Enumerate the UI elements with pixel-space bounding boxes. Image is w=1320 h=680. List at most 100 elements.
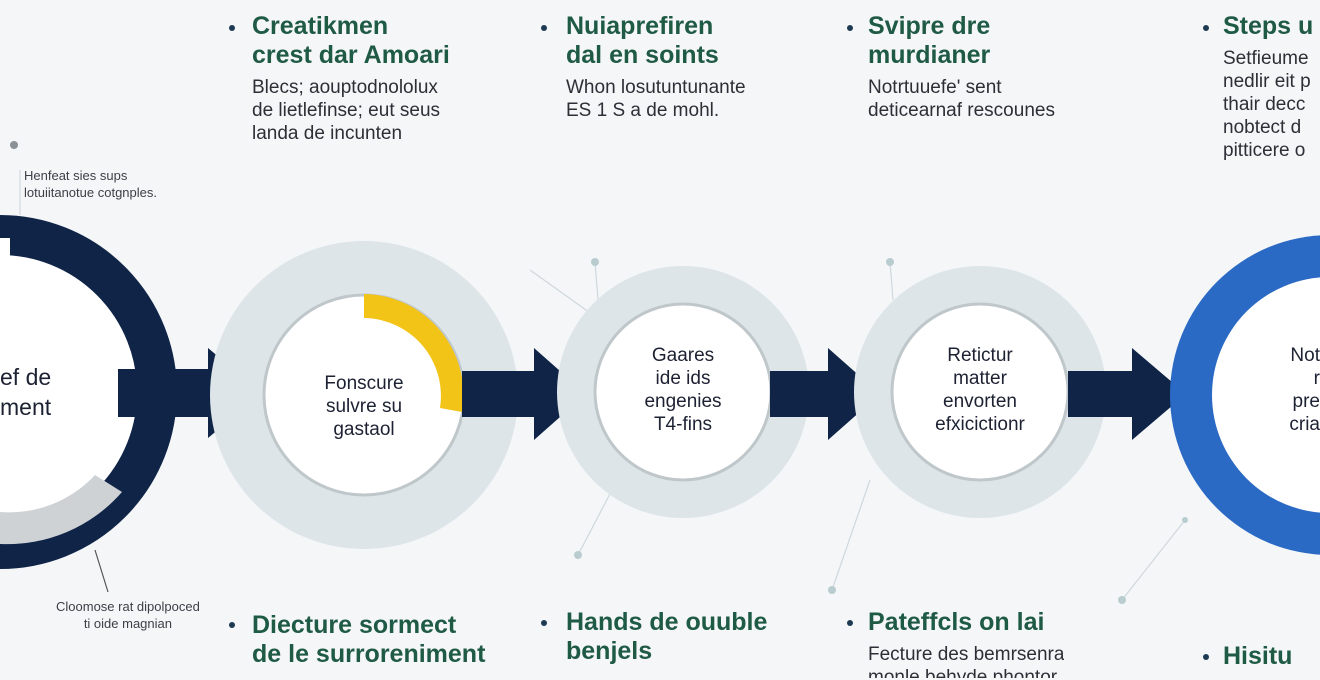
arrow-3-shaft <box>770 371 836 417</box>
top-block-2-heading: Nuiaprefiren dal en soints <box>566 12 746 70</box>
circle-label-line: envorten <box>943 391 1017 412</box>
bottom-left-note: Cloomose rat dipolpoced ti oide magnian <box>56 598 200 632</box>
connector-line <box>594 261 599 301</box>
step-2-label: Fonscure sulvre su gastaol <box>284 372 444 441</box>
bottom-block-1-heading: Diecture sormect de le surroreniment <box>252 611 485 669</box>
heading-line: benjels <box>566 637 653 665</box>
top-block-2: Nuiaprefiren dal en soints Whon losutunt… <box>566 12 746 122</box>
description-line: thair decc <box>1223 94 1306 115</box>
connector-dot <box>886 258 894 266</box>
note-line: Cloomose rat dipolpoced <box>56 599 200 614</box>
top-block-4-description: Setfieume nedlir eit p thair decc nobtec… <box>1223 47 1320 162</box>
top-block-1-description: Blecs; aouptodnololux de lietlefinse; eu… <box>252 76 450 145</box>
step-1-ring-gray-segment <box>0 475 122 545</box>
note-line: Henfeat sies sups <box>24 168 128 183</box>
connector-dot <box>574 551 582 559</box>
heading-line: Hands de ouuble <box>566 608 768 636</box>
step-5-label: Not r pre cria <box>1270 344 1320 436</box>
circle-label-line: gastaol <box>333 419 395 440</box>
step-1-label: ef de ment <box>0 362 51 422</box>
description-line: Setfieume <box>1223 48 1309 69</box>
heading-line: Nuiaprefiren <box>566 12 714 40</box>
arrow-2-shaft <box>462 371 542 417</box>
bullet-marker <box>847 25 853 31</box>
circle-label-line: sulvre su <box>325 396 403 417</box>
bullet-marker <box>541 620 547 626</box>
arrow-4-shaft <box>1068 371 1138 417</box>
bullet-marker <box>1203 654 1209 660</box>
description-line: Blecs; aouptodnololux <box>252 77 438 98</box>
circle-label-line: r <box>1313 368 1320 389</box>
arrow-4 <box>1068 348 1186 440</box>
bottom-block-3-heading: Pateffcls on lai <box>868 608 1064 637</box>
heading-line: de le surroreniment <box>252 640 486 668</box>
connector-dot <box>828 586 836 594</box>
step-2-yellow-segment <box>364 294 464 412</box>
bottom-block-3: Pateffcls on lai Fecture des bemrsenra m… <box>868 608 1064 678</box>
heading-line: Pateffcls on lai <box>868 608 1045 636</box>
step-5-ring <box>1170 235 1320 555</box>
circle-label-line: efxicictionr <box>935 414 1025 435</box>
arrow-4-head <box>1132 348 1186 440</box>
description-line: nedlir eit p <box>1223 71 1311 92</box>
bullet-marker <box>229 622 235 628</box>
connector-line <box>831 479 871 591</box>
description-line: pitticere o <box>1223 140 1306 161</box>
note-line: lotuiitanotue cotgnples. <box>24 185 157 200</box>
description-line: landa de incunten <box>252 123 403 144</box>
circle-label-line: Fonscure <box>324 373 404 394</box>
bullet-marker <box>1203 25 1209 31</box>
heading-line: Creatikmen <box>252 12 389 40</box>
top-block-4-heading: Steps u <box>1223 12 1320 41</box>
circle-label-line: pre <box>1292 391 1320 412</box>
heading-line: Diecture sormect <box>252 611 457 639</box>
connector-dots <box>10 141 1188 604</box>
top-block-1: Creatikmen crest dar Amoari Blecs; aoupt… <box>252 12 450 145</box>
bottom-block-4: Hisitu <box>1223 642 1320 671</box>
top-block-3: Svipre dre murdianer Notrtuuefe' sent de… <box>868 12 1055 122</box>
circle-label-line: ide ids <box>655 368 711 389</box>
connector-line <box>94 549 109 593</box>
heading-line: dal en soints <box>566 41 719 69</box>
top-left-note: Henfeat sies sups lotuiitanotue cotgnple… <box>24 167 157 201</box>
connector-line <box>1121 519 1186 601</box>
heading-line: Svipre dre <box>868 12 991 40</box>
connector-line <box>889 261 894 301</box>
bottom-block-1: Diecture sormect de le surroreniment <box>252 611 485 669</box>
circle-label-line: T4-fins <box>653 414 713 435</box>
circle-label-line: Retictur <box>947 345 1013 366</box>
connector-dot <box>10 141 18 149</box>
heading-line: Steps u <box>1223 12 1314 40</box>
bottom-block-4-heading: Hisitu <box>1223 642 1320 671</box>
bottom-block-2: Hands de ouuble benjels <box>566 608 767 666</box>
step-1-ring-notch <box>0 238 10 276</box>
circle-label-line: engenies <box>644 391 722 412</box>
circle-label-line: Gaares <box>651 345 715 366</box>
description-line: Notrtuuefe' sent <box>868 77 1002 98</box>
connector-dot <box>1182 517 1188 523</box>
bottom-block-2-heading: Hands de ouuble benjels <box>566 608 767 666</box>
description-line: nobtect d <box>1223 117 1302 138</box>
description-line: de lietlefinse; eut seus <box>252 100 441 121</box>
arrow-1-shaft <box>118 369 218 417</box>
top-block-2-description: Whon losutuntunante ES 1 S a de mohl. <box>566 76 746 122</box>
top-block-3-heading: Svipre dre murdianer <box>868 12 1055 70</box>
note-line: ti oide magnian <box>83 616 172 631</box>
step-4-label: Retictur matter envorten efxicictionr <box>900 344 1060 436</box>
step-3-circle <box>557 266 809 518</box>
bullet-marker <box>541 25 547 31</box>
description-line: ES 1 S a de mohl. <box>566 100 720 121</box>
heading-line: crest dar Amoari <box>252 41 450 69</box>
arrow-3 <box>770 348 880 440</box>
circle-label-line: matter <box>953 368 1007 389</box>
step-3-label: Gaares ide ids engenies T4-fins <box>603 344 763 436</box>
circle-label-line: cria <box>1289 414 1320 435</box>
heading-line: murdianer <box>868 41 991 69</box>
bullet-marker <box>847 620 853 626</box>
heading-line: Hisitu <box>1223 642 1293 670</box>
circle-label-line: ef de <box>0 364 52 390</box>
circle-label-line: ment <box>0 394 52 420</box>
arrow-3-head <box>828 348 880 440</box>
